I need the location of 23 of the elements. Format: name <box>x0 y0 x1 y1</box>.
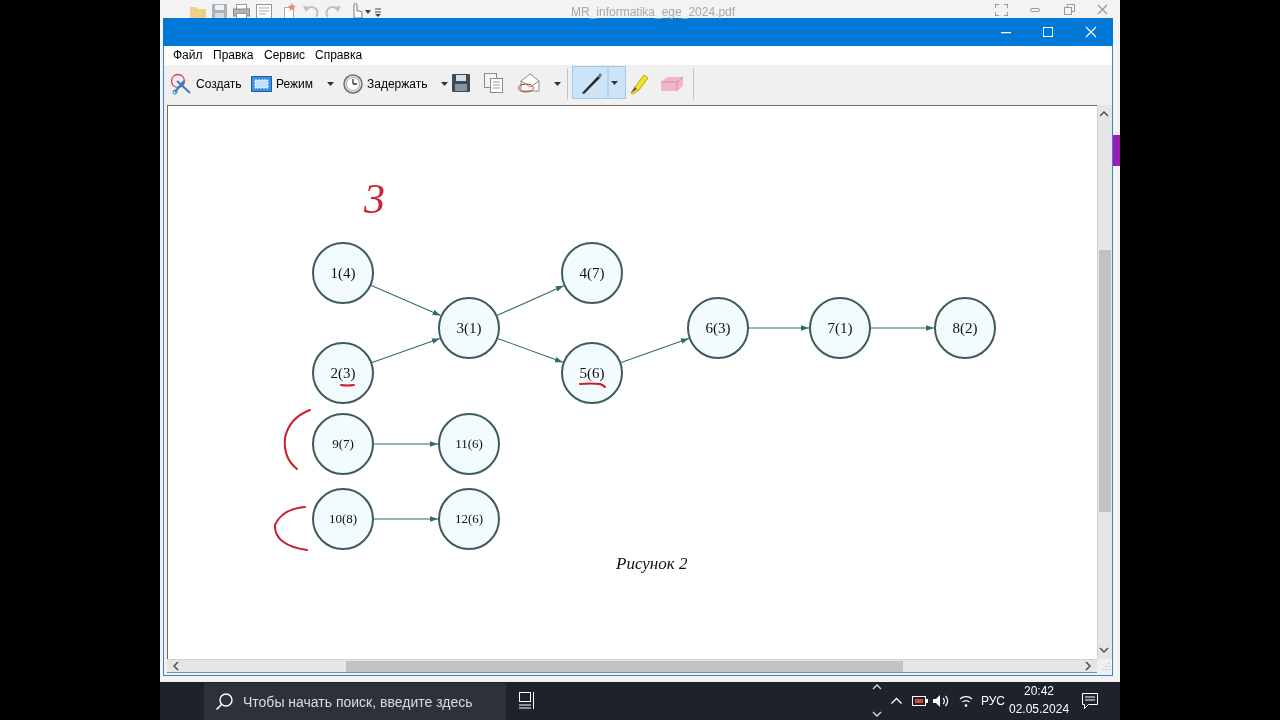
tools-menu: Сервис <box>264 48 306 62</box>
arrow <box>497 338 564 363</box>
arrow <box>870 325 935 331</box>
help-menu: Справка <box>315 48 363 62</box>
language-indicator: РУС <box>981 694 1006 708</box>
new-snip-button: Создать <box>167 70 245 97</box>
handwritten-number: 3 <box>364 176 385 222</box>
edit-menu: Правка <box>213 48 254 62</box>
arrow <box>373 441 439 447</box>
arrow <box>620 337 690 364</box>
file-menu: Файл <box>173 48 203 62</box>
mode-button: Режим <box>248 70 337 97</box>
clock-time: 20:42 <box>1023 684 1055 698</box>
search-field: Чтобы начать поиск, введите здесь <box>204 683 506 720</box>
document-title: MR_informatika_ege_2024.pdf <box>571 5 736 19</box>
arrow <box>748 325 810 331</box>
arrow <box>370 284 442 317</box>
figure-caption: Рисунок 2 <box>616 554 688 574</box>
delay-button: Задержать <box>340 70 452 97</box>
arrow <box>496 285 565 316</box>
arrow <box>373 516 439 522</box>
clock-date: 02.05.2024 <box>1009 702 1069 716</box>
arrow <box>371 337 441 364</box>
